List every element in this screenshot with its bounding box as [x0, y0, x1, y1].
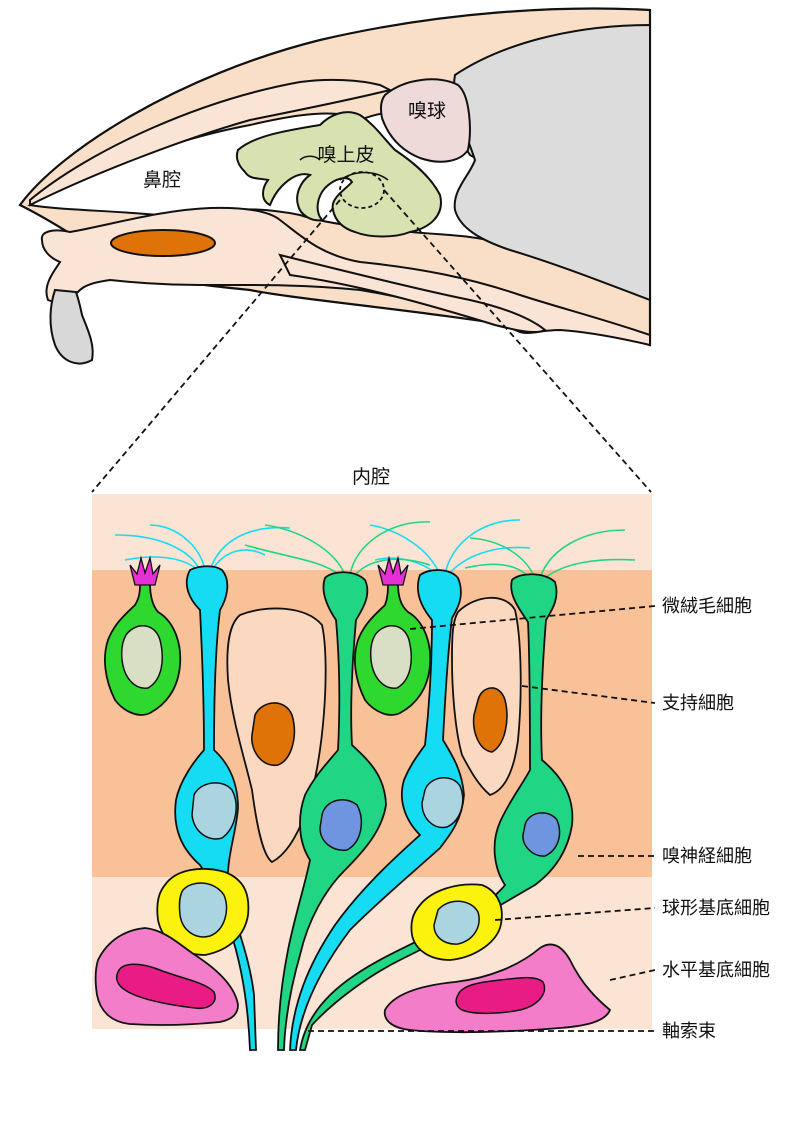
jaw-orange-ellipse: [111, 230, 215, 256]
label-lumen: 内腔: [352, 466, 390, 488]
supporting-nucleus-1: [252, 703, 295, 765]
neuron-nucleus-green-1: [320, 800, 361, 850]
label-olfactory-bulb: 嗅球: [408, 100, 446, 122]
label-olfactory-neuron: 嗅神経細胞: [662, 846, 752, 867]
epithelium-detail: 内腔: [92, 466, 770, 1050]
supporting-nucleus-2: [474, 688, 507, 752]
neuron-nucleus-cyan-2: [422, 778, 463, 828]
label-microvillar-cell: 微絨毛細胞: [662, 596, 752, 617]
neuron-nucleus-green-2: [523, 813, 560, 856]
label-horizontal-basal-cell: 水平基底細胞: [662, 960, 770, 981]
label-olfactory-epithelium: 嗅上皮: [317, 144, 374, 166]
label-axon-bundle: 軸索束: [662, 1021, 716, 1042]
neuron-nucleus-cyan-1: [192, 783, 236, 839]
incisor: [50, 290, 92, 364]
label-supporting-cell: 支持細胞: [662, 693, 734, 714]
label-globose-basal-cell: 球形基底細胞: [662, 898, 770, 919]
globose-nucleus-1: [179, 883, 226, 937]
head-section: 鼻腔 嗅上皮 嗅球: [20, 9, 650, 364]
label-nasal-cavity: 鼻腔: [143, 169, 181, 191]
